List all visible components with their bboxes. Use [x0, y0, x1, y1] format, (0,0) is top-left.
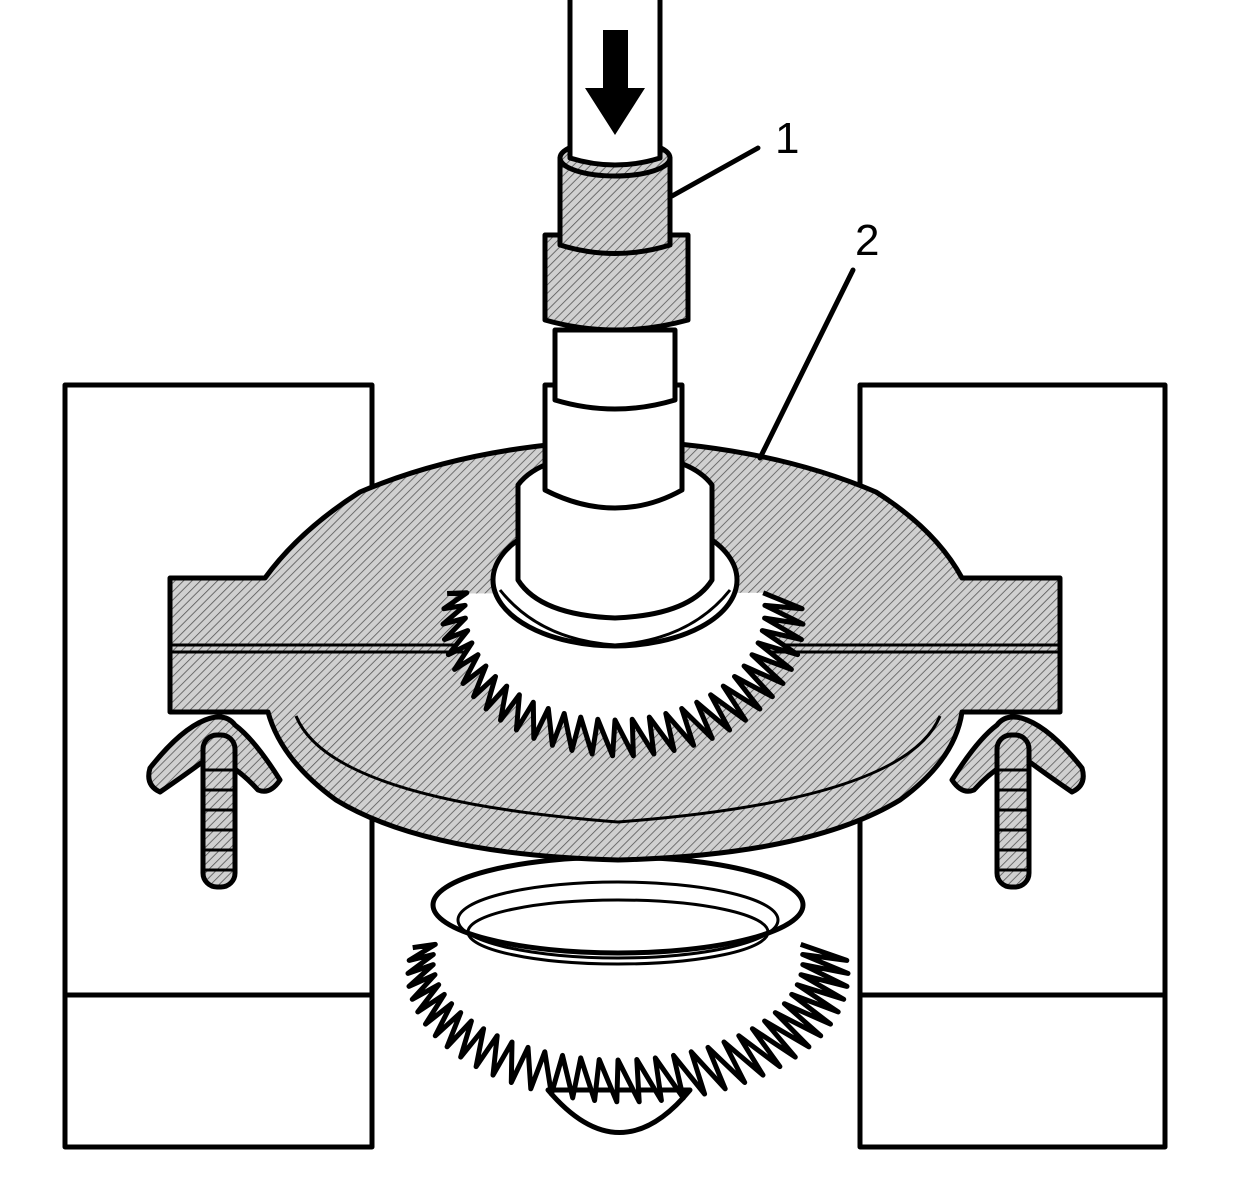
right-wing-bolt	[949, 714, 1086, 890]
press-force-arrow-icon	[585, 30, 645, 135]
gear-tooth-ring	[440, 590, 806, 759]
shaft	[515, 327, 715, 621]
callout-2-label: 2	[855, 216, 879, 265]
callout-1-leader	[669, 145, 761, 199]
left-wing-bolt	[146, 714, 283, 890]
installer-tool	[542, 137, 691, 333]
lower-gear-cluster	[405, 854, 851, 1135]
callout-1-label: 1	[775, 114, 799, 163]
callout-2-leader	[757, 267, 856, 461]
gear-tooth-ring	[405, 941, 851, 1105]
